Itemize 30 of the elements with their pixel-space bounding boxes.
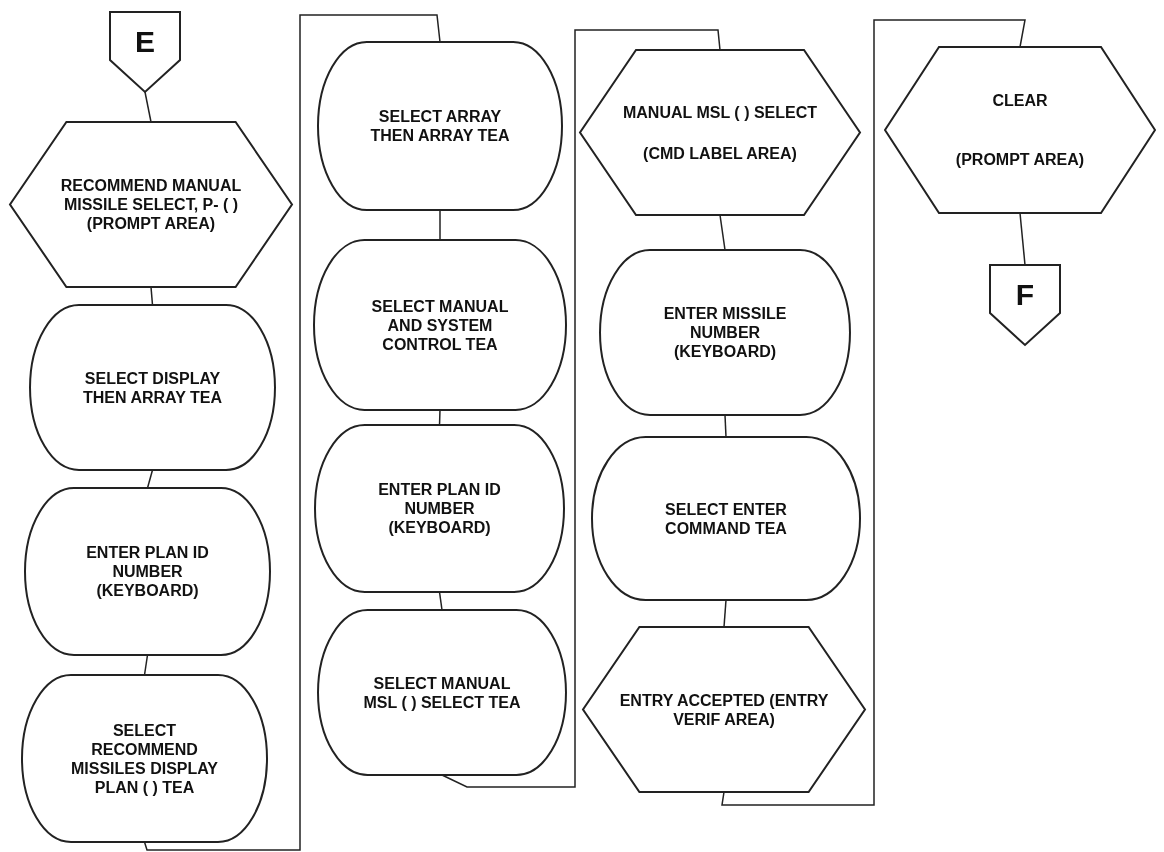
step-text: ENTER MISSILE NUMBER (KEYBOARD): [662, 304, 788, 361]
connector-line: [439, 209, 441, 241]
step-text: ENTER PLAN ID NUMBER (KEYBOARD): [377, 480, 502, 537]
step-text: MANUAL MSL ( ) SELECT: [621, 102, 819, 122]
step-text: SELECT RECOMMEND MISSILES DISPLAY PLAN ( ) TEA: [70, 720, 219, 797]
connector-line: [719, 214, 726, 251]
step-text: SELECT ARRAY THEN ARRAY TEA: [369, 107, 511, 145]
connector-line: [144, 91, 152, 123]
step-text: (PROMPT AREA): [954, 150, 1086, 169]
step-text: CLEAR: [991, 91, 1049, 110]
step-text: ENTER PLAN ID NUMBER (KEYBOARD): [85, 543, 210, 600]
connector-line: [723, 599, 727, 628]
connector-line: [150, 286, 154, 306]
connector-line: [146, 469, 154, 489]
connector-line: [721, 19, 1026, 806]
connector-line: [724, 414, 727, 438]
step-text: SELECT ENTER COMMAND TEA: [664, 499, 788, 538]
connector-letter: E: [134, 26, 156, 58]
step-text: SELECT MANUAL AND SYSTEM CONTROL TEA: [370, 296, 510, 354]
connector-line: [143, 654, 149, 676]
connector-line: [143, 14, 441, 851]
step-text: RECOMMEND MANUAL MISSILE SELECT, P- ( ) (PROMPT AREA): [59, 176, 243, 233]
step-text: SELECT MANUAL MSL ( ) SELECT TEA: [362, 673, 522, 712]
connector-letter: F: [1014, 279, 1036, 311]
connector-line: [438, 591, 443, 611]
connector-line: [1019, 212, 1026, 266]
step-text: ENTRY ACCEPTED (ENTRY VERIF AREA): [618, 690, 830, 729]
step-text: (CMD LABEL AREA): [642, 143, 798, 163]
connector-line: [441, 29, 721, 788]
step-text: SELECT DISPLAY THEN ARRAY TEA: [82, 368, 223, 407]
